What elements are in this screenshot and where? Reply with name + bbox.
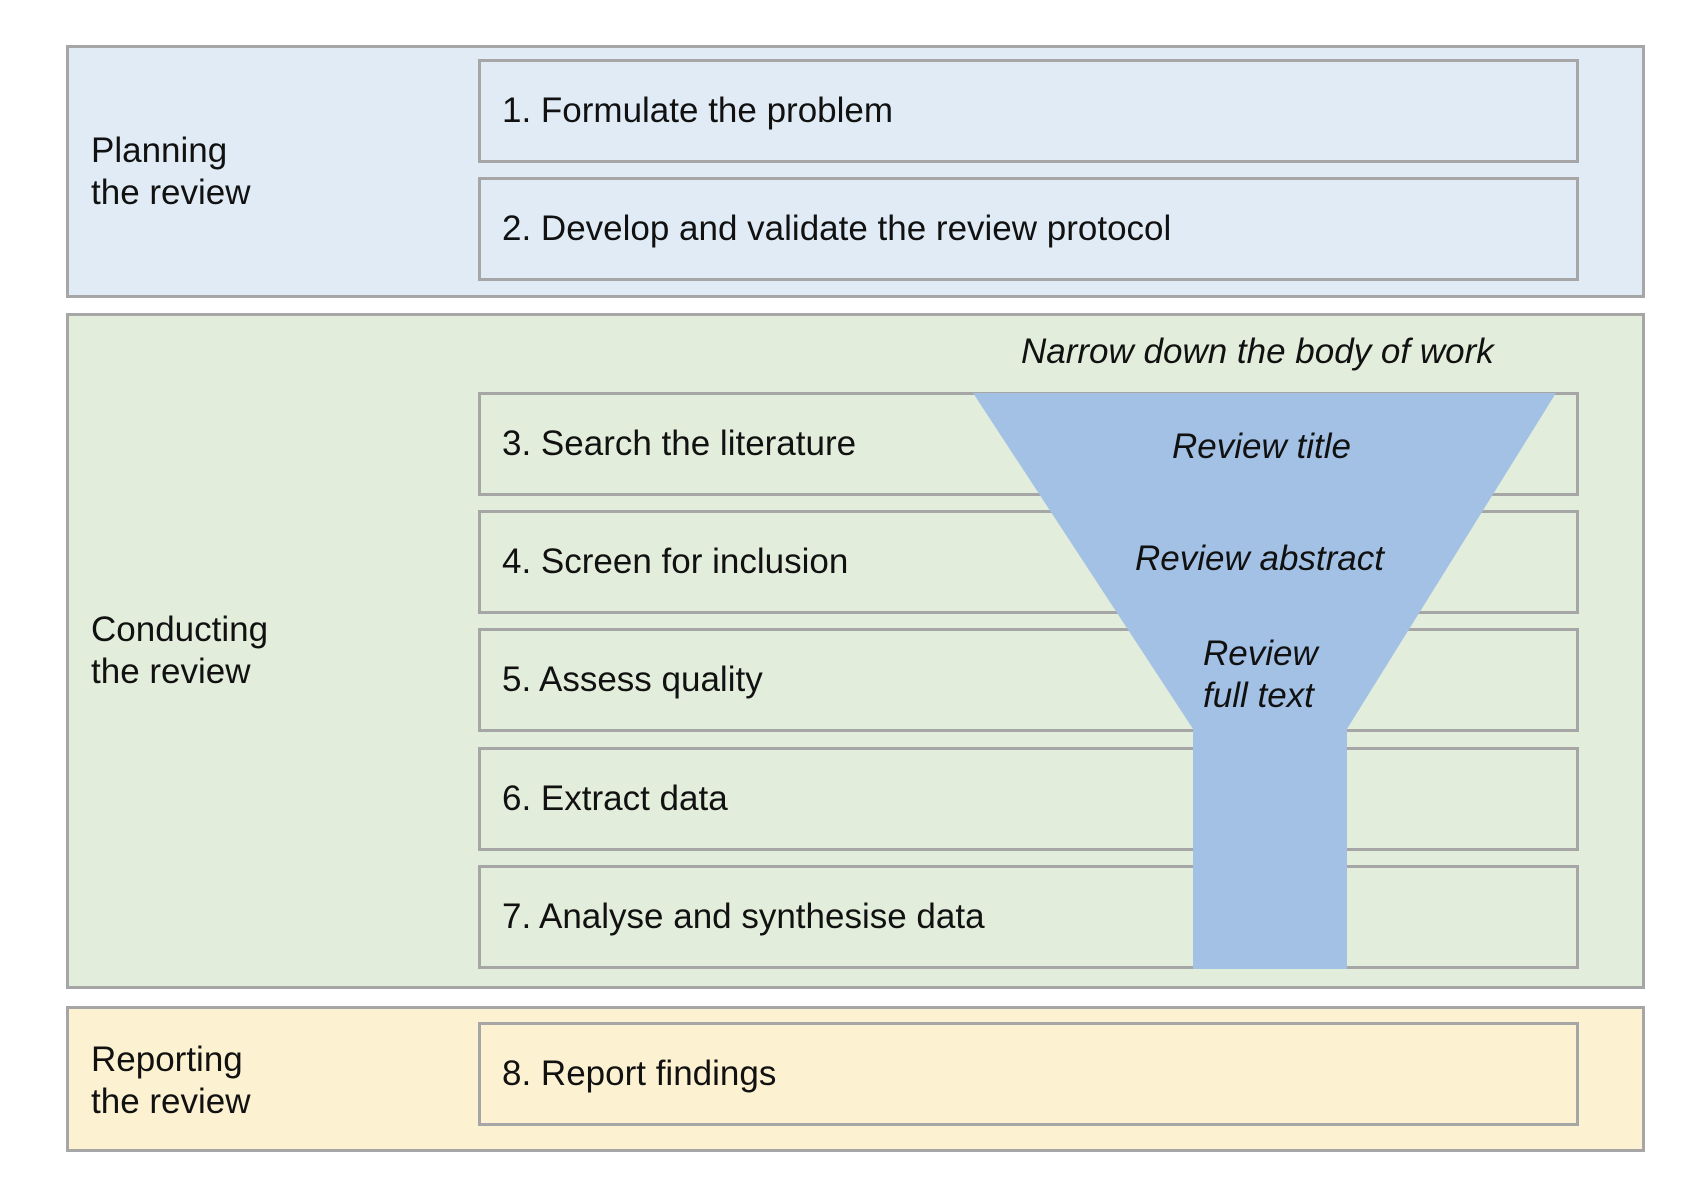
step-screen-inclusion: 4. Screen for inclusion bbox=[478, 510, 1579, 614]
funnel-stage-abstract: Review abstract bbox=[1135, 539, 1384, 578]
phase-label-reporting: Reporting the review bbox=[91, 1040, 251, 1121]
step-label: 5. Assess quality bbox=[502, 660, 763, 699]
funnel-stage-full-text: Review full text bbox=[1203, 634, 1318, 715]
phase-planning bbox=[66, 45, 1645, 298]
step-analyse-synthesise: 7. Analyse and synthesise data bbox=[478, 865, 1579, 969]
phase-label-conducting: Conducting the review bbox=[91, 610, 269, 691]
step-label: 6. Extract data bbox=[502, 779, 728, 818]
step-label: 1. Formulate the problem bbox=[502, 91, 894, 130]
step-extract-data: 6. Extract data bbox=[478, 747, 1579, 851]
step-search-literature: 3. Search the literature bbox=[478, 392, 1579, 496]
step-report-findings: 8. Report findings bbox=[478, 1022, 1579, 1126]
funnel-heading: Narrow down the body of work bbox=[1021, 332, 1494, 371]
funnel-stage-title: Review title bbox=[1172, 427, 1351, 466]
step-label: 2. Develop and validate the review proto… bbox=[502, 209, 1172, 248]
phase-reporting bbox=[66, 1006, 1645, 1152]
step-label: 3. Search the literature bbox=[502, 424, 857, 463]
step-label: 8. Report findings bbox=[502, 1054, 777, 1093]
phase-label-planning: Planning the review bbox=[91, 131, 251, 212]
step-formulate-problem: 1. Formulate the problem bbox=[478, 59, 1579, 163]
step-develop-protocol: 2. Develop and validate the review proto… bbox=[478, 177, 1579, 281]
step-assess-quality: 5. Assess quality bbox=[478, 628, 1579, 732]
step-label: 4. Screen for inclusion bbox=[502, 542, 849, 581]
step-label: 7. Analyse and synthesise data bbox=[502, 897, 985, 936]
